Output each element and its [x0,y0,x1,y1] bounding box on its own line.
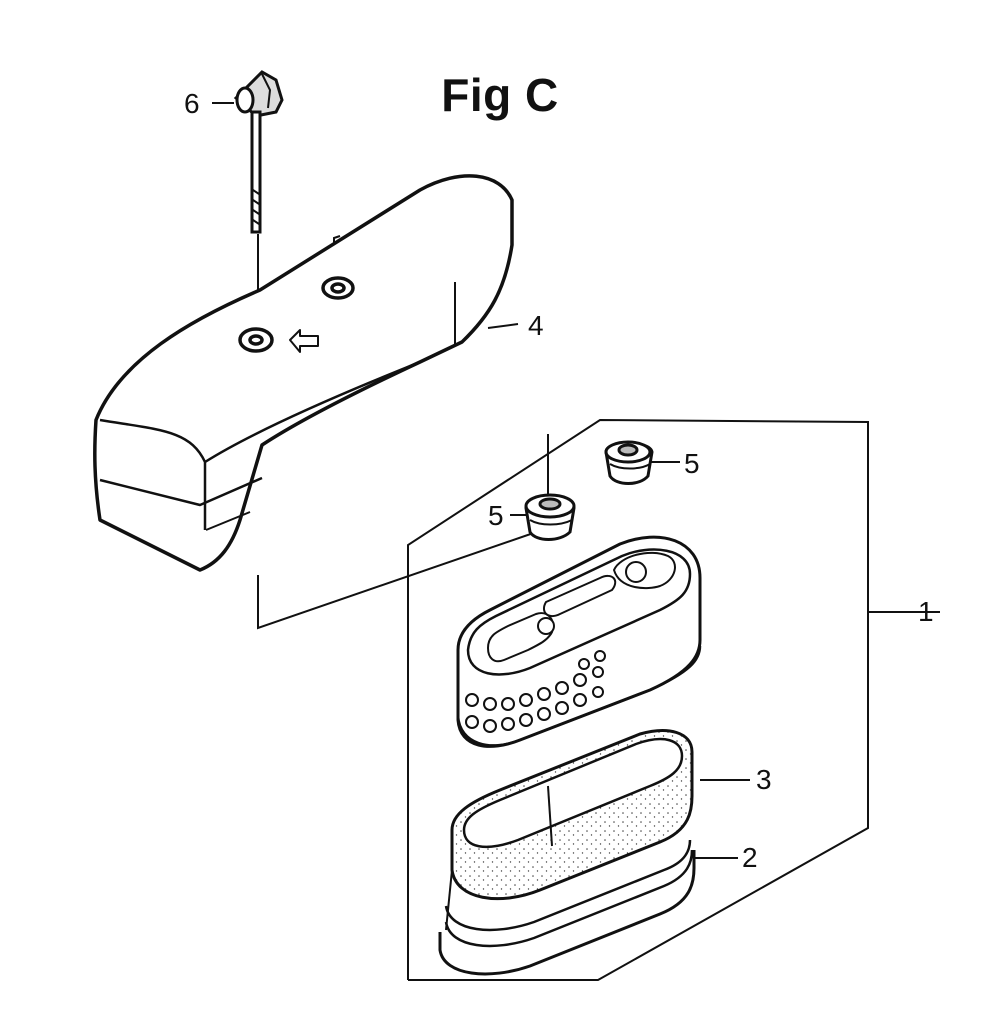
paper-element-part [450,729,694,901]
grommet-upper-part [604,440,654,485]
callout-6: 6 [184,88,200,119]
callout-5-upper: 5 [684,448,700,479]
callout-1: 1 [918,596,934,627]
callout-5-lower: 5 [488,500,504,531]
callout-4: 4 [528,310,544,341]
element-housing-part [456,535,702,748]
leader-lines [212,102,750,859]
knob-bolt-part [233,70,284,234]
callout-3: 3 [756,764,772,795]
foam-pre-cleaner-part [438,839,696,976]
callout-2: 2 [742,842,758,873]
grommet-lower-part [524,493,576,541]
air-cleaner-cover-part [93,174,514,572]
assembly-bracket [257,418,940,981]
figure-title: Fig C [441,69,559,121]
